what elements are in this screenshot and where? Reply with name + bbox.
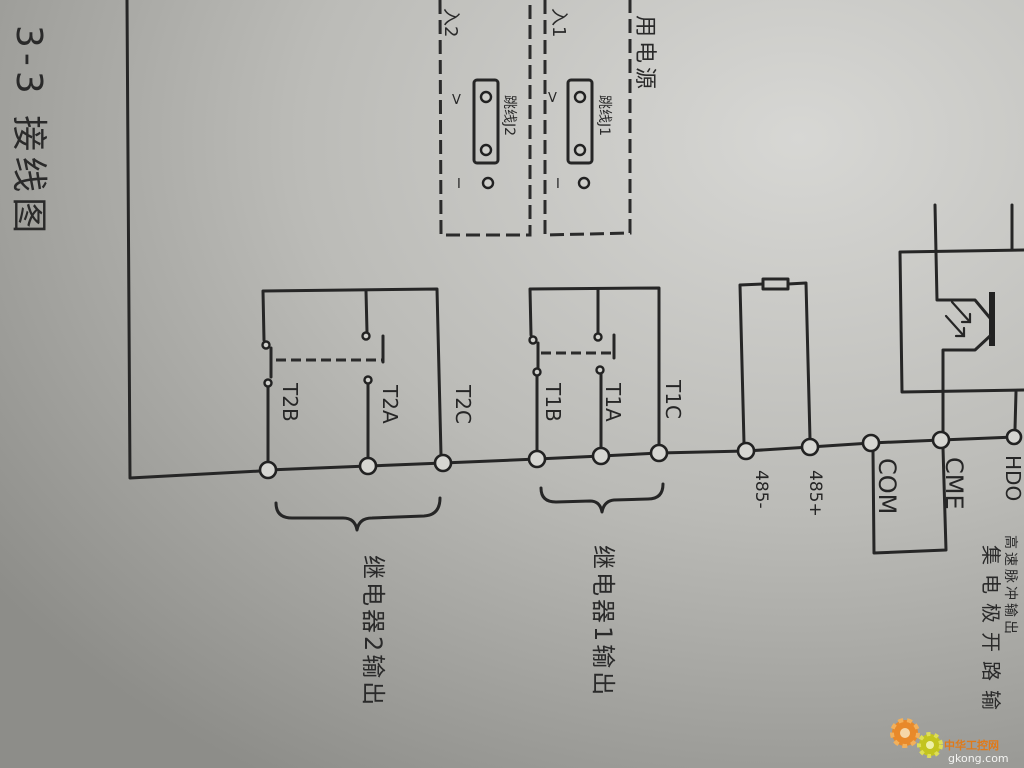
relay-2-nc-moving (263, 378, 273, 388)
terminal-t1b (527, 449, 547, 469)
jumper-j1-pin-common (573, 143, 587, 157)
optocoupler-outline (898, 248, 1024, 394)
jumper-j2-shunt (472, 78, 500, 165)
jumper-j1-shunt (566, 78, 594, 165)
resistor-icon (761, 277, 790, 291)
hdo-wire (1013, 390, 1018, 431)
terminal-label: 485+ (805, 470, 825, 517)
jumper-j1: V I 跳线J1 (548, 78, 612, 192)
gear-icon (890, 718, 943, 758)
jumper-j1-i-label: I (556, 177, 560, 192)
relay-1-nc-fixed (528, 335, 538, 345)
terminal-label: T2C (451, 384, 475, 424)
terminal-485-plus (800, 437, 820, 457)
relay-1-nc-moving (532, 367, 542, 377)
optocoupler (898, 203, 1024, 434)
terminal-hdo (1005, 428, 1023, 446)
light-arrow-icon (944, 314, 966, 338)
relay-1-output-label: 继电器1输出 (589, 545, 617, 698)
relay-2-contacts (261, 287, 443, 464)
jumper-box-j2-outline (438, 0, 532, 237)
relay-1-contacts (528, 286, 661, 453)
watermark-name: 中华工控网 (944, 738, 999, 752)
watermark: 中华工控网 gkong.com (890, 718, 1009, 765)
terminal-label: 485- (751, 470, 771, 509)
relay-1-common-wire (528, 286, 661, 448)
jumper-j2-v-label: V (452, 93, 461, 108)
phototransistor-collector (933, 203, 992, 320)
terminal-t1a (591, 446, 611, 466)
light-arrowhead-icon (960, 312, 972, 324)
power-label: 用电源 (632, 15, 657, 93)
terminal-label: COM (873, 458, 901, 514)
terminal-485-minus (736, 441, 756, 461)
relay-2-no-feed (364, 289, 369, 334)
rs485-minus-wire (738, 282, 765, 445)
terminal-label: T2A (378, 384, 402, 424)
light-arrowhead-icon (954, 326, 966, 338)
terminal-t2b (258, 460, 278, 480)
terminal-label: HDO (1001, 455, 1024, 501)
terminal-t2c (433, 453, 453, 473)
terminal-label: CME (940, 457, 968, 510)
light-arrow-icon (950, 300, 972, 324)
jumper-j2-i-label: I (457, 177, 461, 192)
relay-1-brace (539, 482, 665, 514)
terminal-t2a (358, 456, 378, 476)
high-speed-output-label: 高速脉冲输出 (1002, 535, 1019, 637)
relay-2-common-wire (261, 287, 443, 457)
jumper-j2-pin-common (479, 143, 493, 157)
jumper-box-j2 (438, 0, 532, 237)
jumper-j2-label: 跳线J2 (501, 95, 517, 136)
input-2-label: 入2 (440, 8, 461, 37)
terminal-label: T2B (278, 382, 302, 422)
relay-2-no-moving (363, 375, 373, 385)
terminal-label: T1A (601, 382, 625, 422)
open-collector-output-label: 集电极开路输 (979, 545, 1003, 719)
common-wire (125, 0, 262, 480)
terminal-label: T1B (541, 382, 565, 422)
jumper-j2-pin-i (481, 176, 495, 190)
jumper-j1-pin-v (573, 90, 587, 104)
figure-caption: 3-3 接线图 (8, 25, 49, 238)
relay-2-nc-fixed (261, 340, 271, 350)
terminal-cme (931, 430, 951, 450)
terminal-t1c (649, 443, 669, 463)
com-cme-box (871, 446, 948, 555)
relay-2-output-label: 继电器2输出 (359, 555, 387, 708)
jumper-j1-label: 跳线J1 (596, 95, 612, 136)
rs485-plus-wire (786, 281, 812, 441)
jumper-j1-v-label: V (548, 91, 557, 106)
rs485-termination (738, 277, 812, 445)
jumper-j2: V I 跳线J2 (452, 78, 517, 192)
terminal-label: T1C (661, 379, 685, 419)
phototransistor-emitter (941, 334, 992, 434)
terminal-strip (258, 428, 1023, 480)
watermark-site: gkong.com (948, 752, 1009, 765)
terminal-com (861, 433, 881, 453)
input-1-label: 入1 (548, 8, 569, 37)
relay-2-brace (274, 496, 442, 532)
relay-1-no-moving (595, 365, 605, 375)
jumper-j1-pin-i (577, 176, 591, 190)
relay-1-no-fixed (593, 332, 603, 342)
jumper-j2-pin-v (479, 90, 493, 104)
relay-2-no-fixed (361, 331, 371, 341)
